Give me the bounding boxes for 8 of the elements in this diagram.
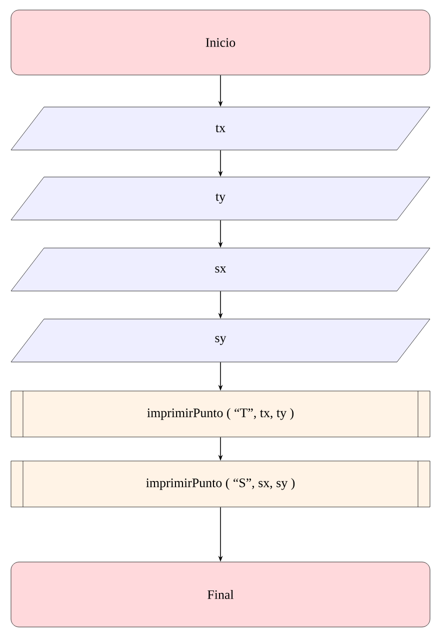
terminal-box: Final xyxy=(10,562,430,628)
input-parallelogram: sy xyxy=(10,318,430,362)
terminal-box: Inicio xyxy=(10,10,430,76)
subprocess-box: imprimirPunto ( “T”, tx, ty ) xyxy=(10,390,430,438)
input-parallelogram: tx xyxy=(10,106,430,150)
input-parallelogram: ty xyxy=(10,176,430,220)
input-parallelogram: sx xyxy=(10,248,430,292)
subprocess-box: imprimirPunto ( “S”, sx, sy ) xyxy=(10,460,430,508)
